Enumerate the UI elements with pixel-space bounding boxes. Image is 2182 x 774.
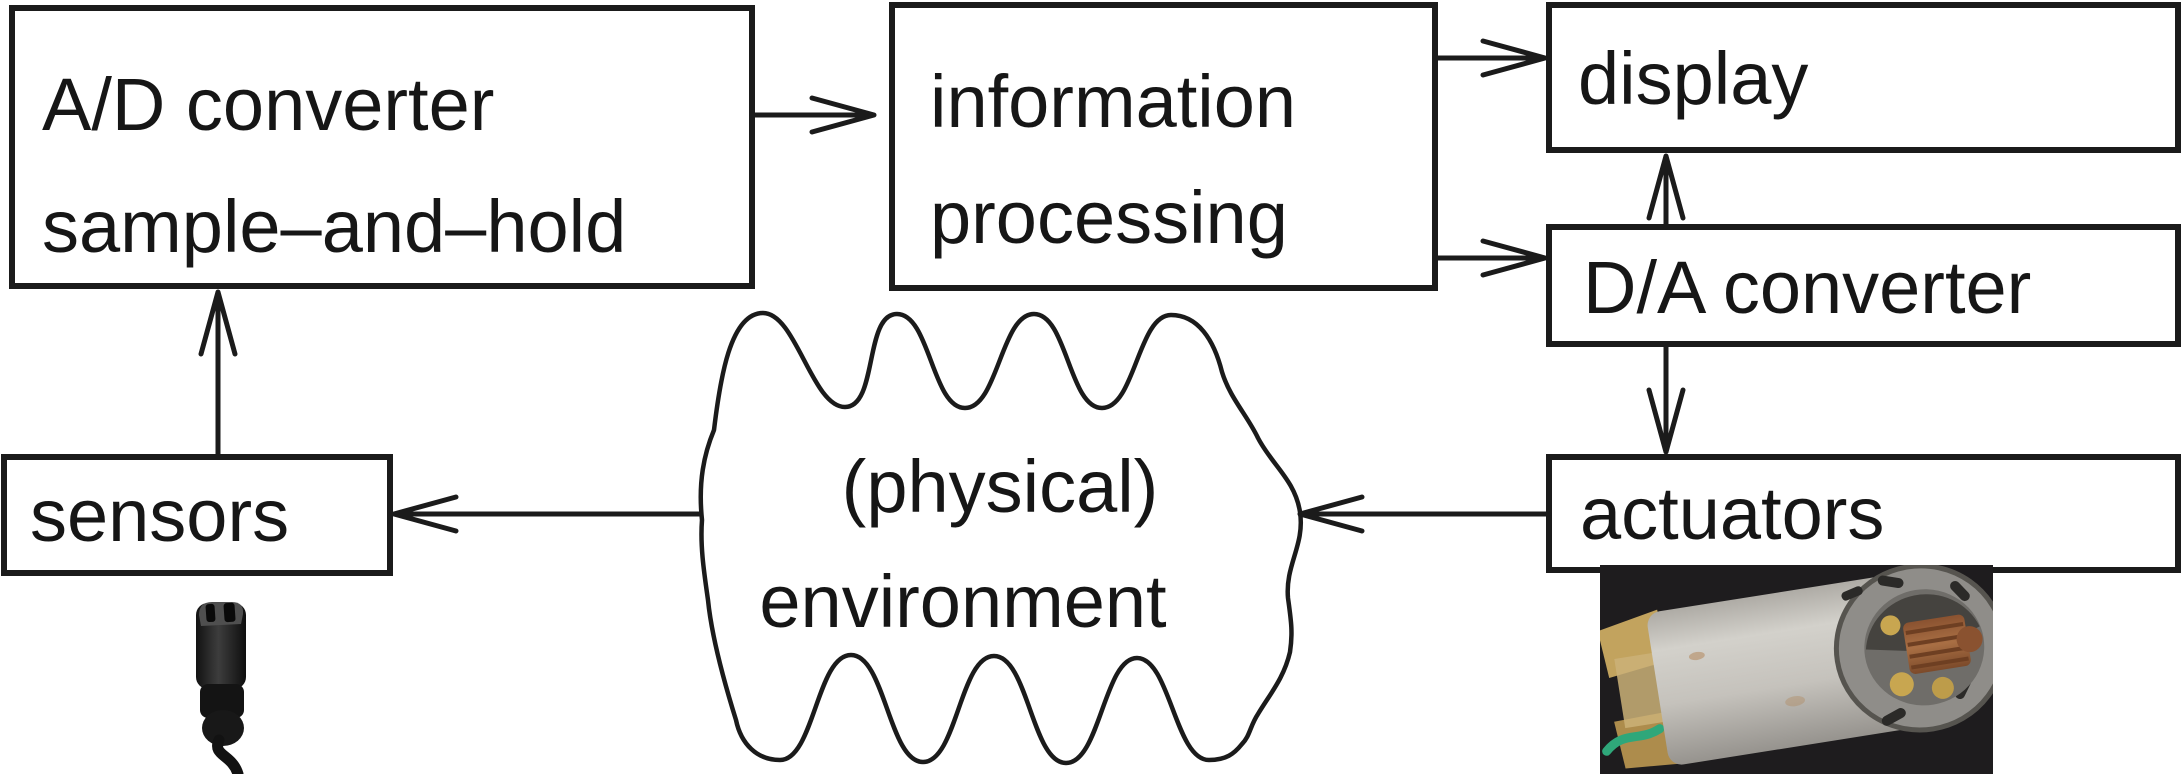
da-converter-label: D/A converter	[1583, 246, 2031, 329]
motor-assembly	[1600, 565, 1993, 769]
microphone-top-cap	[199, 602, 244, 626]
actuators-label: actuators	[1580, 472, 1884, 555]
motor-speckle-1	[1688, 651, 1705, 661]
arrow-da-to-actuators	[1646, 341, 1686, 455]
motor-brass-screw-3	[1880, 615, 1901, 636]
information-processing-label-line2: processing	[930, 176, 1288, 259]
motor-vent-slot-4	[1881, 708, 1906, 726]
motor-brass-screw-2	[1931, 676, 1954, 699]
microphone-slot-left	[205, 603, 216, 623]
environment-label-line2: environment	[759, 560, 1167, 643]
microphone-cable	[212, 734, 244, 774]
ad-converter-box	[9, 5, 755, 289]
arrow-environment-to-sensors	[391, 494, 703, 534]
information-processing-box	[889, 2, 1438, 291]
motor-gear-teeth	[1905, 621, 1969, 670]
arrow-da-to-display	[1646, 153, 1686, 230]
environment-label-line1: (physical)	[842, 445, 1159, 528]
arrow-information-to-da	[1432, 238, 1548, 278]
sensors-node: sensors	[1, 454, 393, 576]
display-box	[1546, 2, 2181, 153]
arrow-sensors-to-ad	[198, 289, 238, 460]
arrow-actuators-to-environment	[1297, 494, 1552, 534]
ad-converter-label-line1: A/D converter	[42, 63, 494, 146]
motor-vent-slot-3	[1841, 586, 1863, 601]
motor-wire	[1602, 724, 1665, 756]
microphone-slot-right	[223, 602, 236, 623]
arrow-ad-to-information	[749, 95, 877, 135]
cloud-shape	[698, 310, 1304, 766]
microphone-photo	[196, 602, 246, 774]
arrow-information-to-display	[1432, 38, 1548, 78]
da-converter-box	[1546, 224, 2181, 347]
motor-vent-slot-2	[1950, 580, 1970, 602]
motor-photo	[1600, 565, 1993, 774]
motor-vent-slot-1	[1877, 575, 1904, 589]
motor-brass-screw-1	[1889, 672, 1914, 697]
information-processing-label-line1: information	[930, 60, 1296, 143]
sensors-box	[1, 454, 393, 576]
environment-cloud: (physical) environment	[698, 310, 1304, 766]
actuators-node: actuators	[1546, 454, 2181, 573]
da-converter-node: D/A converter	[1546, 224, 2181, 347]
display-node: display	[1546, 2, 2181, 153]
sensors-label: sensors	[30, 474, 289, 557]
display-label: display	[1578, 37, 1808, 120]
ad-converter-label-line2: sample–and–hold	[42, 185, 626, 268]
ad-converter-node: A/D converter sample–and–hold	[9, 5, 755, 289]
information-processing-node: information processing	[889, 2, 1438, 291]
motor-endcap-rim	[1833, 565, 1993, 733]
microphone-clip	[200, 684, 244, 718]
motor-shaft-tip	[1956, 626, 1983, 653]
motor-speckle-2	[1785, 695, 1806, 707]
microphone-base	[202, 710, 244, 746]
